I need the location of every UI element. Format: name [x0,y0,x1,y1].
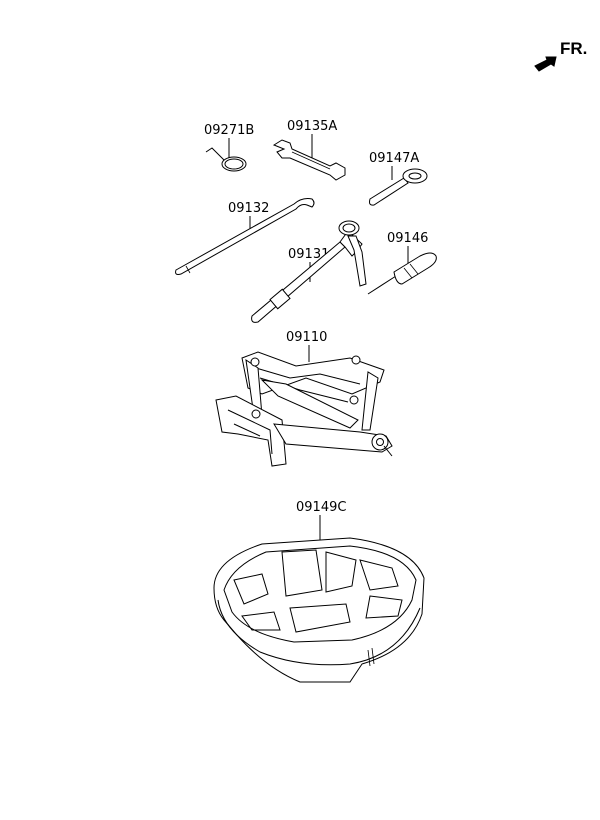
part-label-09132[interactable]: 09132 [228,201,269,216]
wire-hook-drawing [205,147,247,172]
part-label-09110[interactable]: 09110 [286,330,327,345]
part-label-09271B[interactable]: 09271B [204,123,254,138]
wrench-drawing [272,139,346,181]
eye-bolt-drawing [369,168,428,206]
part-label-09147A[interactable]: 09147A [369,151,419,166]
tool-tray-drawing [213,537,425,683]
part-label-09135A[interactable]: 09135A [287,119,337,134]
part-label-09146[interactable]: 09146 [387,231,428,246]
screwdriver-drawing [367,252,437,295]
wheel-nut-wrench-drawing [251,220,367,323]
part-label-09131[interactable]: 09131 [288,247,329,262]
jack-drawing [215,351,393,467]
part-label-09149C[interactable]: 09149C [296,500,346,515]
front-direction-indicator: FR. [534,39,587,72]
jack-handle-drawing [175,198,315,275]
front-arrow-icon [534,56,557,72]
front-direction-label: FR. [560,39,587,58]
